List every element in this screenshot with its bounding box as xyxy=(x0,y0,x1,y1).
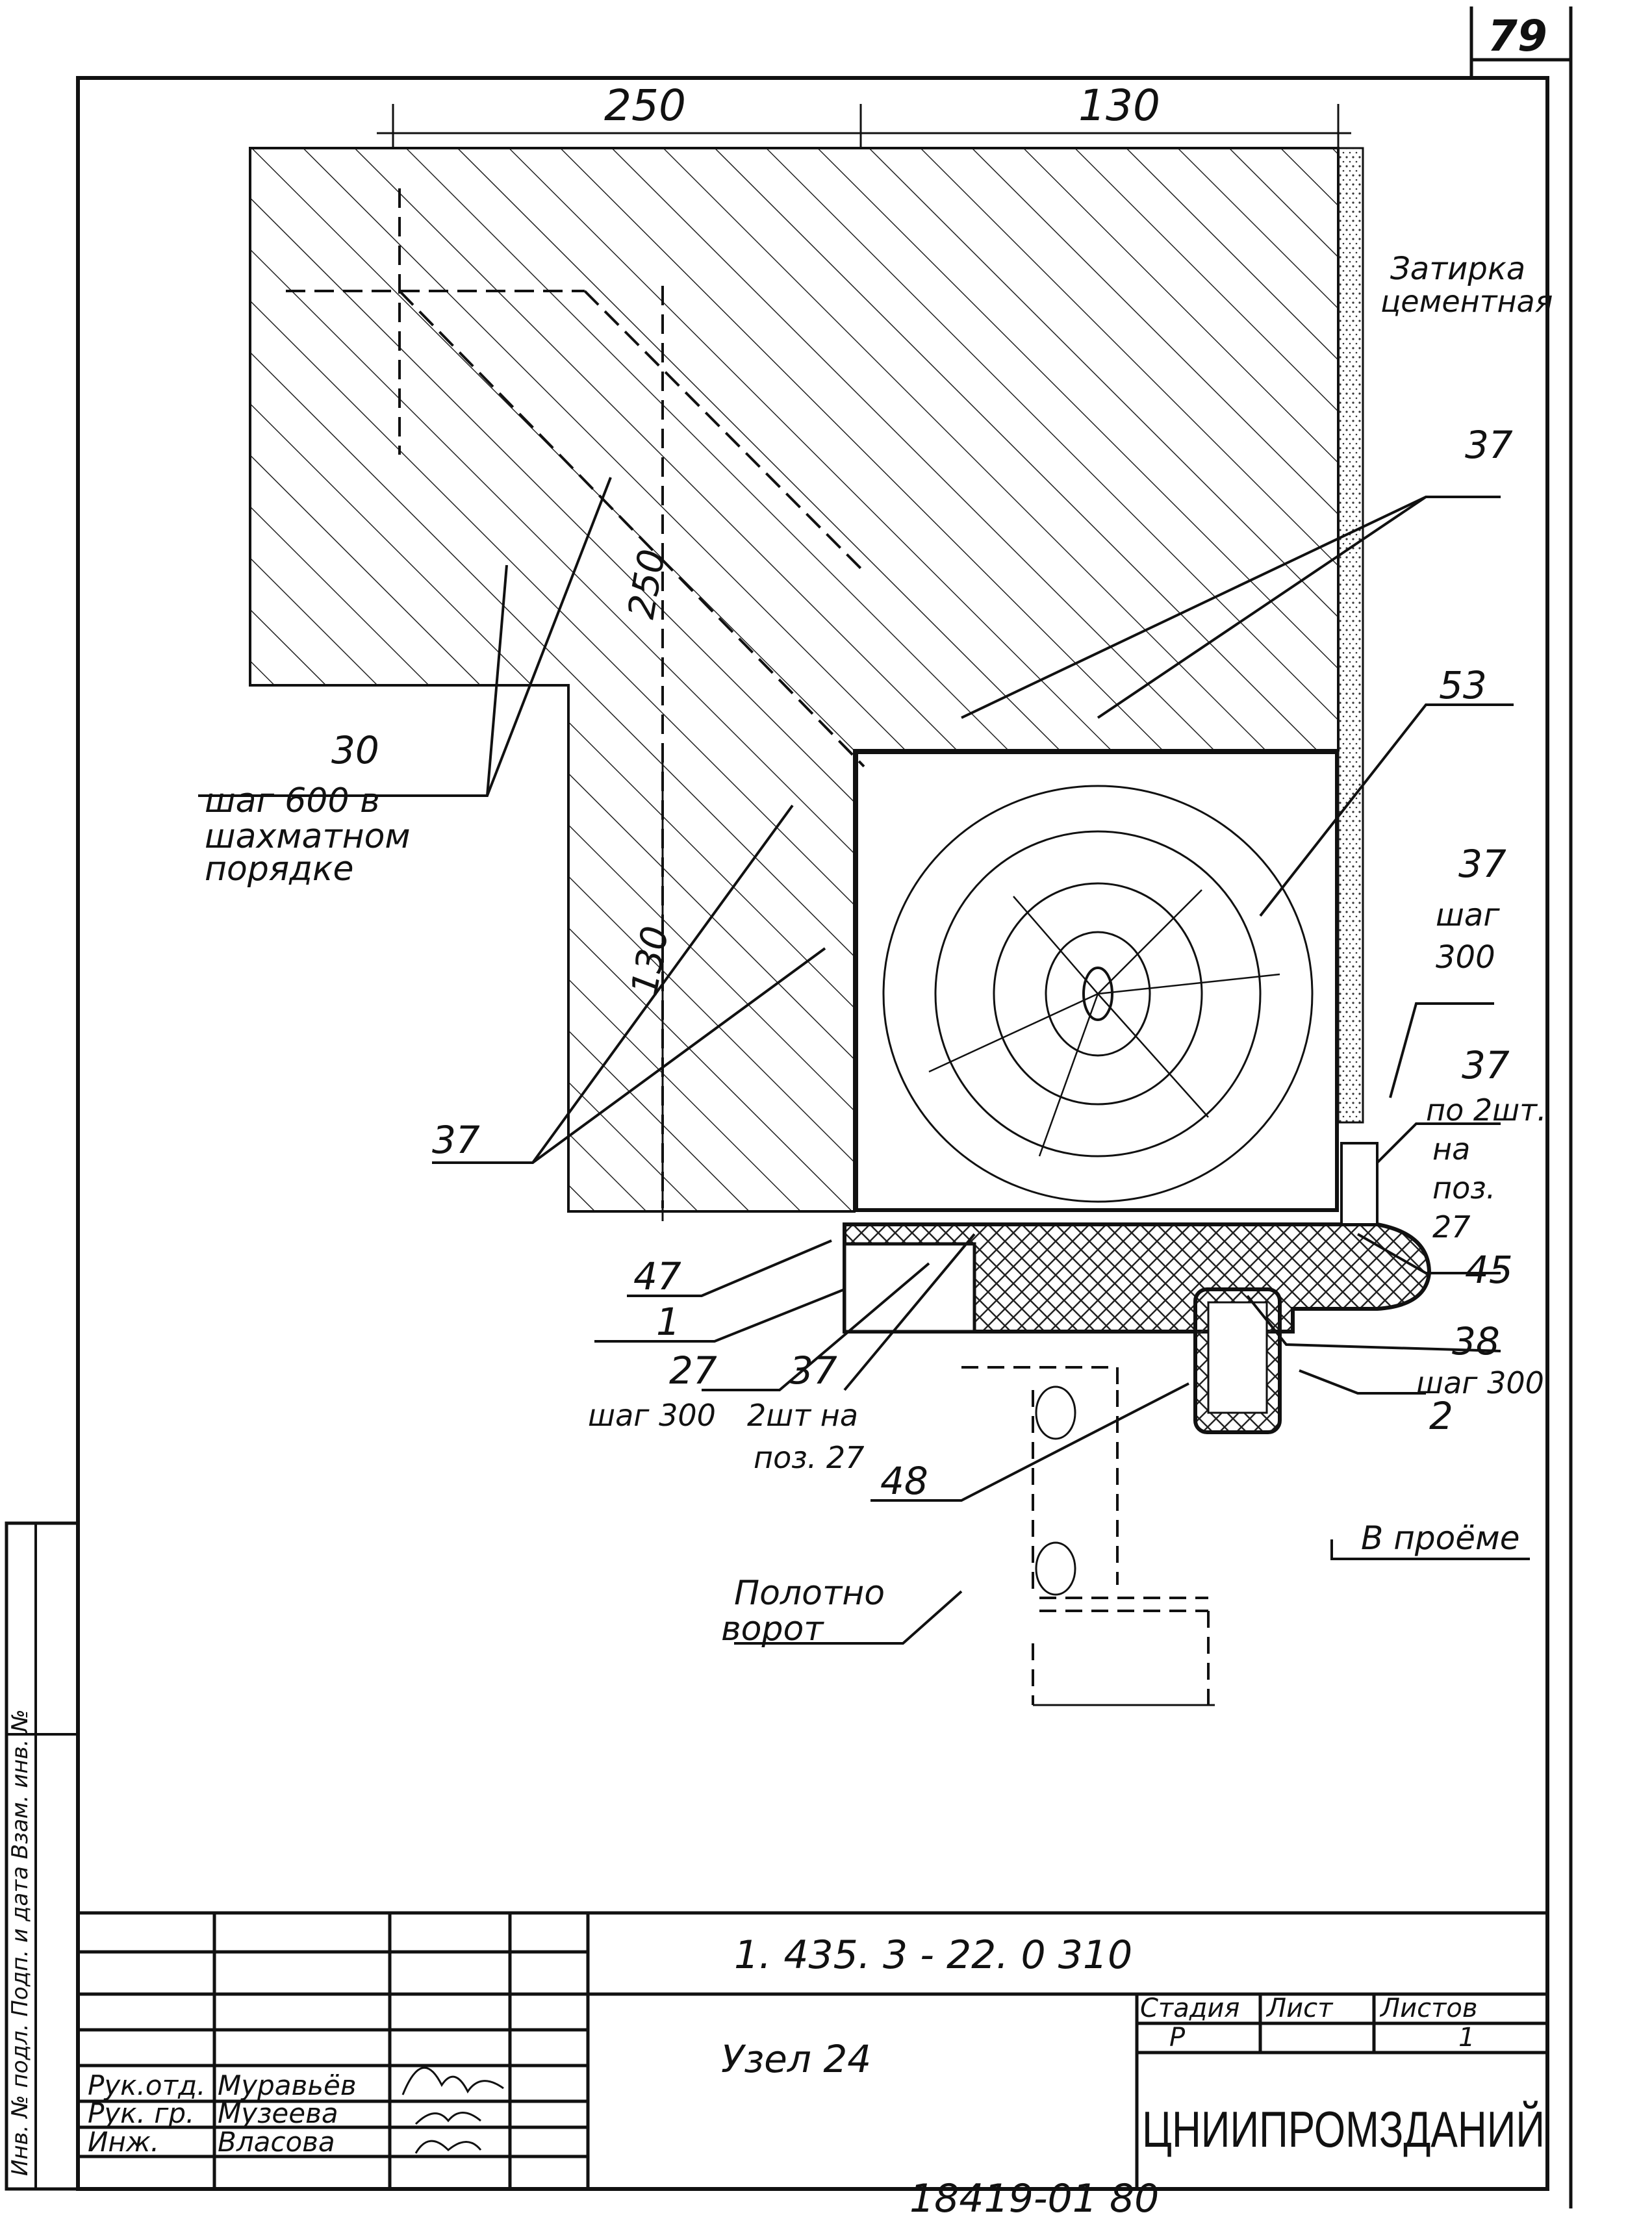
callout-38-txt: шаг 300 xyxy=(1416,1365,1544,1400)
sheet-frame xyxy=(76,6,1573,2208)
callout-2: 2 xyxy=(1429,1394,1453,1438)
callout-30-txt1: шаг 600 в xyxy=(205,781,380,820)
zatirka-label-2: цементная xyxy=(1380,284,1553,319)
callout-37-left: 37 xyxy=(432,1118,480,1162)
callout-48: 48 xyxy=(880,1459,928,1503)
sheet-header: Лист xyxy=(1265,1993,1334,2023)
dim-250-top: 250 xyxy=(604,81,686,131)
callout-53: 53 xyxy=(1439,663,1487,707)
callout-38: 38 xyxy=(1452,1319,1500,1363)
callout-37-shag: 37 xyxy=(1458,842,1506,886)
callout-37-2sht-txt2: на xyxy=(1432,1132,1470,1167)
callout-37-2sht: 37 xyxy=(1462,1043,1510,1087)
sheets-header: Листов xyxy=(1379,1993,1477,2023)
sig-role-3: Инж. xyxy=(88,2126,159,2158)
doc-code: 1. 435. 3 - 22. 0 310 xyxy=(734,1932,1132,1978)
callout-37-shag-txt2: 300 xyxy=(1436,939,1495,976)
sig-role-2: Рук. гр. xyxy=(88,2097,194,2129)
callout-45: 45 xyxy=(1465,1248,1513,1292)
polotno-label-2: ворот xyxy=(721,1610,824,1649)
callout-47: 47 xyxy=(633,1254,681,1298)
title-block xyxy=(78,1911,1547,2189)
side-strip-text: Инв. № подл. Подп. и дата Взам. инв. № xyxy=(7,1709,33,2176)
leader-lines xyxy=(198,477,1530,1645)
vproyom-label: В проёме xyxy=(1361,1519,1519,1557)
callout-27-txt: шаг 300 xyxy=(588,1398,716,1433)
callout-30: 30 xyxy=(331,728,379,772)
callout-27: 27 xyxy=(669,1348,717,1393)
callout-37-shag-txt1: шаг xyxy=(1436,897,1500,933)
zatirka-label: Затирка xyxy=(1390,251,1525,287)
callout-37-top: 37 xyxy=(1465,423,1513,467)
side-strip: Инв. № подл. Подп. и дата Взам. инв. № xyxy=(5,1521,80,2191)
callout-37-bottom-txt1: 2шт на xyxy=(747,1398,858,1433)
sheets-value: 1 xyxy=(1458,2023,1475,2053)
stage-header: Стадия xyxy=(1140,1993,1239,2023)
callout-37-2sht-txt3: поз. xyxy=(1432,1170,1495,1206)
bottom-code: 18419-01 80 xyxy=(909,2176,1159,2213)
sig-name-3: Власова xyxy=(218,2126,335,2158)
callout-30-txt3: порядке xyxy=(205,850,353,889)
stage-value: Р xyxy=(1169,2023,1186,2053)
sig-role-1: Рук.отд. xyxy=(88,2069,205,2101)
callout-37-2sht-txt1: по 2шт. xyxy=(1426,1093,1547,1128)
callout-37-2sht-txt4: 27 xyxy=(1432,1209,1471,1245)
callout-1: 1 xyxy=(656,1300,680,1344)
wood-beam xyxy=(854,750,1339,1212)
anchor-lines xyxy=(286,188,865,1208)
frame-profile xyxy=(843,1142,1432,1434)
sig-name-2: Музеева xyxy=(218,2097,338,2129)
callout-37-bottom: 37 xyxy=(789,1348,837,1393)
dim-130-top: 130 xyxy=(1078,81,1160,131)
gate-leaf xyxy=(961,1366,1215,1706)
dimension-lines xyxy=(377,104,1351,1221)
sig-name-1: Муравьёв xyxy=(218,2069,357,2101)
callout-30-txt2: шахматном xyxy=(205,817,411,856)
page-number: 79 xyxy=(1488,11,1547,61)
organization: ЦНИИПРОМЗДАНИЙ xyxy=(1142,2101,1545,2158)
polotno-label-1: Полотно xyxy=(734,1574,885,1613)
handwritten-signatures xyxy=(401,2066,504,2154)
sheet-name: Узел 24 xyxy=(721,2037,871,2081)
callout-37-bottom-txt2: поз. 27 xyxy=(754,1440,864,1475)
